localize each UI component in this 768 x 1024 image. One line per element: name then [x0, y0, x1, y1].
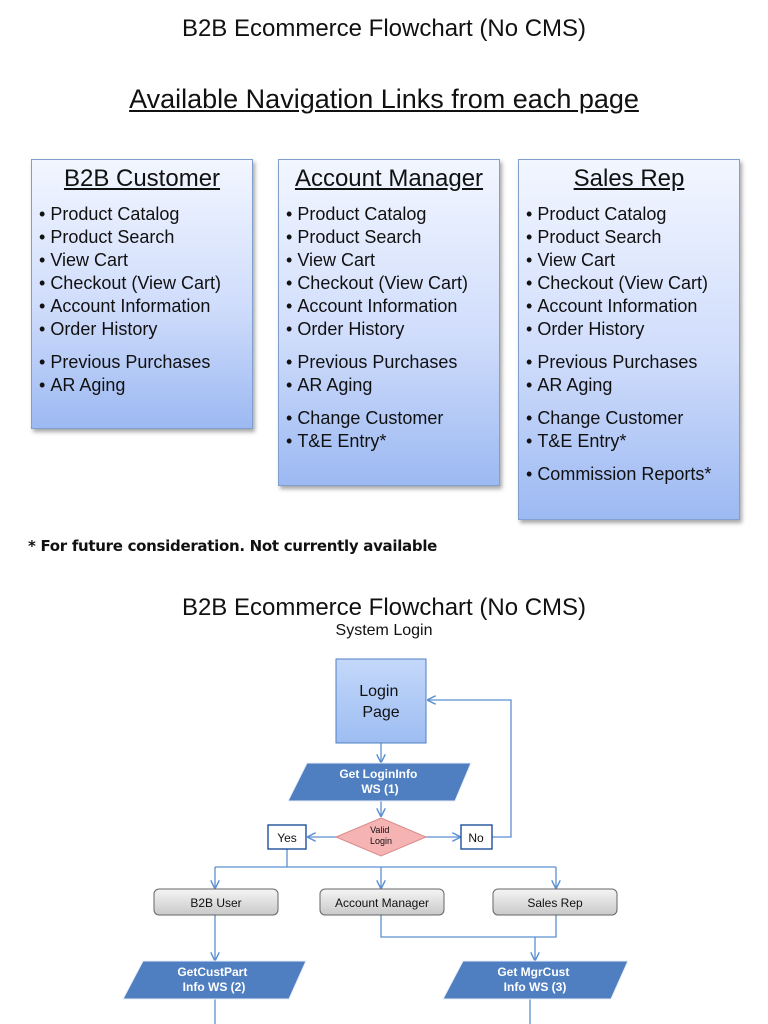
flowchart-subtitle: System Login: [335, 622, 433, 639]
panel-link-item: Commission Reports*: [526, 463, 739, 486]
login-page-line-2: Page: [362, 704, 399, 721]
connector-no-loop-to-login: [428, 700, 512, 838]
panel-link-item: Order History: [526, 318, 739, 341]
yes-label: Yes: [277, 831, 297, 845]
panel-link-item: Product Search: [286, 226, 499, 249]
panel-link-item: Previous Purchases: [39, 351, 252, 374]
panel-link-item: Account Information: [526, 295, 739, 318]
decision-line-2: Login: [370, 836, 392, 846]
panel-link-item: Product Search: [39, 226, 252, 249]
footnote: * For future consideration. Not currentl…: [28, 537, 438, 555]
panel-link-list: Product Catalog Product Search View Cart…: [32, 203, 252, 397]
panel-link-item: Order History: [286, 318, 499, 341]
nav-links-heading: Available Navigation Links from each pag…: [129, 84, 639, 114]
connector-mgr-join: [380, 915, 535, 938]
panel-link-item: Account Information: [286, 295, 499, 318]
get-logininfo-line-2: WS (1): [361, 782, 398, 796]
panel-link-item: AR Aging: [526, 374, 739, 397]
panel-link-item: Checkout (View Cart): [39, 272, 252, 295]
panel-link-item: Product Catalog: [39, 203, 252, 226]
account-manager-box: [319, 888, 445, 916]
panel-link-item: Checkout (View Cart): [526, 272, 739, 295]
panel-link-item: Previous Purchases: [286, 351, 499, 374]
panel-link-item: Account Information: [39, 295, 252, 318]
decision-line-1: Valid: [370, 825, 389, 835]
valid-login-decision: [334, 817, 428, 857]
no-box: [460, 824, 493, 850]
page-title-top: B2B Ecommerce Flowchart (No CMS): [181, 15, 587, 42]
sales-rep-box: [492, 888, 618, 916]
panel-link-item: View Cart: [526, 249, 739, 272]
get-custpart-shape: [122, 960, 307, 1000]
b2b-user-label: B2B User: [190, 896, 241, 910]
panel-link-item: AR Aging: [286, 374, 499, 397]
get-mgrcust-shape: [442, 960, 629, 1000]
panel-title: B2B Customer: [63, 165, 221, 192]
get-mgrcust-line-1: Get MgrCust: [497, 965, 569, 979]
get-logininfo-label: Get LoginInfo WS (1): [339, 767, 420, 796]
panel-link-item: Product Catalog: [526, 203, 739, 226]
panel-link-item: Product Catalog: [286, 203, 499, 226]
decision-label: Valid Login: [370, 825, 392, 846]
yes-box: [267, 824, 307, 850]
panel-link-item: Order History: [39, 318, 252, 341]
panel-account-manager: Account Manager Product Catalog Product …: [278, 159, 500, 486]
panel-b2b-customer: B2B Customer Product Catalog Product Sea…: [31, 159, 253, 429]
panel-link-list: Product Catalog Product Search View Cart…: [279, 203, 499, 453]
b2b-user-box: [153, 888, 279, 916]
flowchart-connectors: [215, 700, 556, 1024]
panel-link-item: Checkout (View Cart): [286, 272, 499, 295]
sales-rep-label: Sales Rep: [527, 896, 583, 910]
get-mgrcust-label: Get MgrCust Info WS (3): [497, 965, 572, 994]
panel-link-item: Previous Purchases: [526, 351, 739, 374]
panel-link-item: Change Customer: [286, 407, 499, 430]
get-custpart-line-2: Info WS (2): [183, 980, 246, 994]
panel-link-item: T&E Entry*: [526, 430, 739, 453]
panel-sales-rep: Sales Rep Product Catalog Product Search…: [518, 159, 740, 520]
get-custpart-line-1: GetCustPart: [177, 965, 247, 979]
account-manager-label: Account Manager: [335, 896, 429, 910]
get-logininfo-shape: [287, 762, 472, 802]
panel-link-item: AR Aging: [39, 374, 252, 397]
connector-salesrep-join: [535, 915, 557, 938]
panel-link-item: View Cart: [286, 249, 499, 272]
login-page-box: [335, 658, 427, 744]
login-page-label: Login Page: [359, 683, 403, 721]
panel-link-item: Change Customer: [526, 407, 739, 430]
no-label: No: [468, 831, 484, 845]
panel-link-item: T&E Entry*: [286, 430, 499, 453]
login-page-line-1: Login: [359, 683, 398, 700]
panel-title: Account Manager: [294, 165, 484, 192]
get-mgrcust-line-2: Info WS (3): [504, 980, 567, 994]
panel-link-list: Product Catalog Product Search View Cart…: [519, 203, 739, 486]
page-title-bottom: B2B Ecommerce Flowchart (No CMS): [181, 594, 587, 621]
panel-title: Sales Rep: [573, 165, 685, 192]
get-custpart-label: GetCustPart Info WS (2): [177, 965, 250, 994]
panel-link-item: View Cart: [39, 249, 252, 272]
panel-link-item: Product Search: [526, 226, 739, 249]
get-logininfo-line-1: Get LoginInfo: [339, 767, 417, 781]
